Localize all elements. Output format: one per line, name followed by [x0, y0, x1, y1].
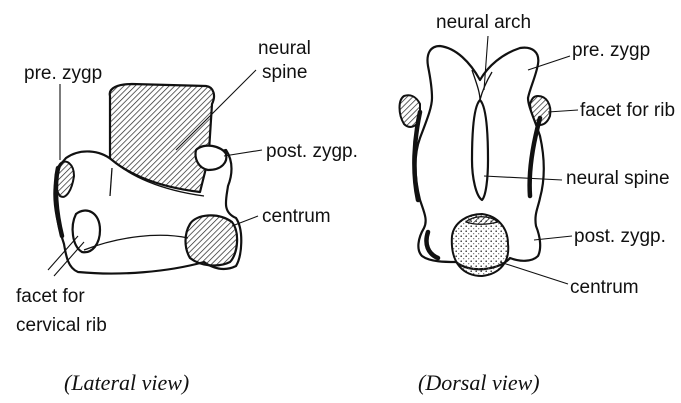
dorsal-label-post-zygp: post. zygp. [574, 226, 666, 247]
dorsal-label-pre-zygp: pre. zygp [572, 40, 650, 61]
lateral-post-zygapophysis [196, 146, 227, 170]
lateral-label-neural: neural [258, 38, 311, 59]
dorsal-view-drawing [400, 46, 551, 276]
lateral-label-centrum: centrum [262, 206, 331, 227]
lateral-label-spine: spine [262, 62, 307, 83]
lateral-label-pre-zygp: pre. zygp [24, 63, 102, 84]
dorsal-neural-spine [472, 100, 488, 200]
dorsal-label-neural-spine: neural spine [566, 168, 670, 189]
dorsal-label-centrum: centrum [570, 277, 639, 298]
dorsal-label-facet-for-rib: facet for rib [580, 100, 675, 121]
lateral-centrum-face [186, 215, 238, 265]
lateral-label-facet-line1: facet for [16, 286, 85, 307]
lateral-label-post-zygp: post. zygp. [266, 141, 358, 162]
dorsal-view-caption: (Dorsal view) [418, 370, 540, 395]
lateral-label-facet-line2: cervical rib [16, 315, 107, 336]
lateral-view-caption: (Lateral view) [64, 370, 189, 395]
dorsal-label-neural-arch: neural arch [436, 12, 531, 33]
